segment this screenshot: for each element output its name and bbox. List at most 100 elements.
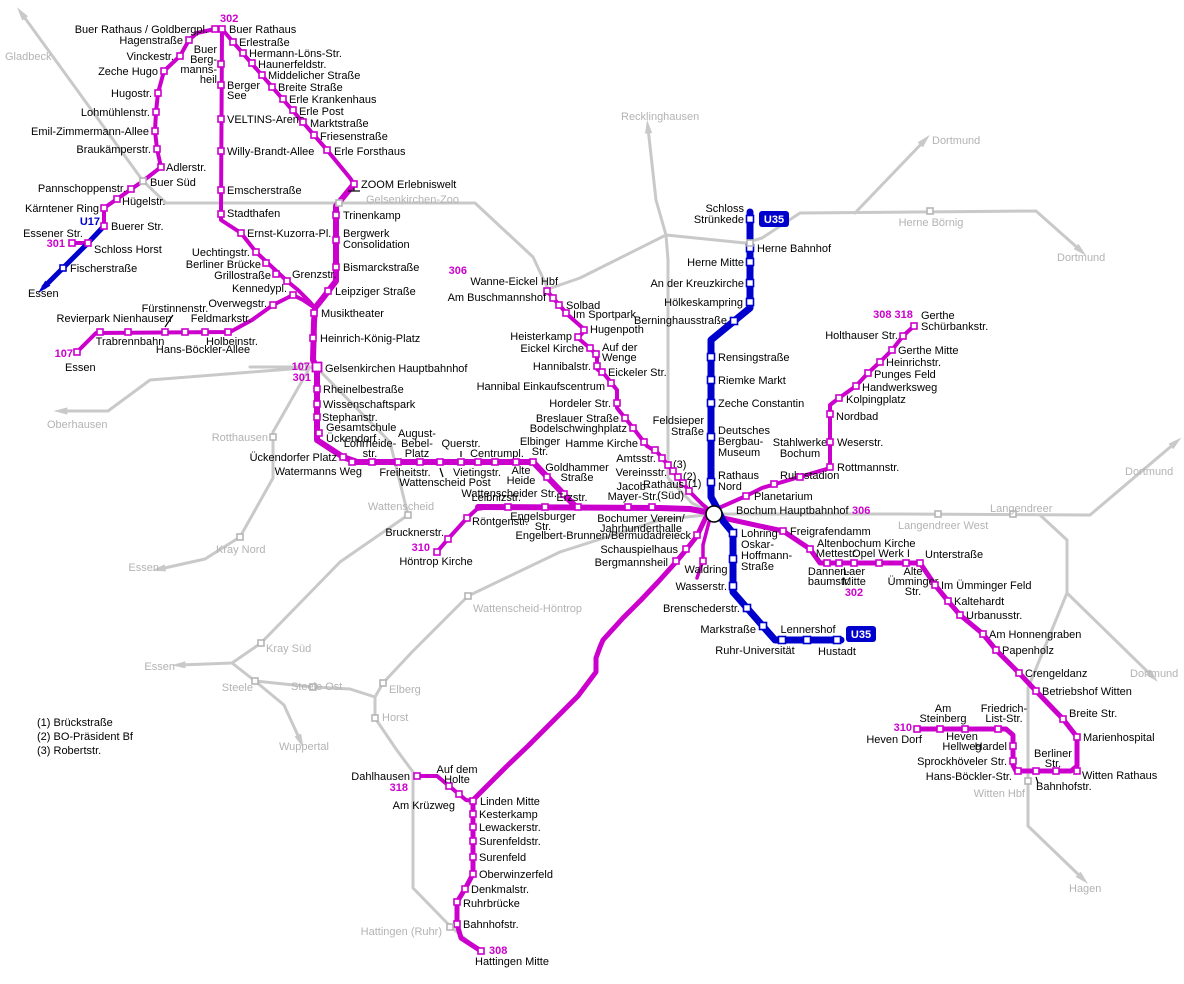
arrowhead	[17, 7, 29, 21]
station-feldmarkstr	[201, 328, 209, 336]
station-ruhrbrücke	[453, 898, 461, 906]
line-number-107: 107	[55, 348, 73, 360]
station-kray-süd	[257, 639, 265, 647]
station-marktstraße	[299, 118, 307, 126]
station-label-heinrich-könig-platz: Heinrich-König-Platz	[320, 333, 420, 345]
rail-label-gelsenkirchen-zoo: Gelsenkirchen-Zoo	[366, 194, 459, 206]
station-hugenpoth	[580, 326, 588, 334]
line-number-310: 310	[412, 542, 430, 554]
station-kennedypl	[289, 291, 297, 299]
station-label-wattenscheider-str: Wattenscheider Str.	[461, 488, 557, 500]
bochum-hauptbahnhof-hub	[705, 505, 723, 523]
rail-label-herne-börnig: Herne Börnig	[899, 217, 964, 229]
station-label-bochumer-verein-jahrhunderthalle: Bochumer Verein/Jahrhunderthalle	[597, 513, 685, 535]
rail-label-recklinghausen: Recklinghausen	[621, 111, 699, 123]
arrowhead	[151, 564, 167, 572]
station-elberg	[379, 679, 387, 687]
station-lewackerstr	[469, 823, 477, 831]
station-label-am-krüzweg: Am Krüzweg	[393, 800, 455, 812]
station-label-vietingstr: Vietingstr.	[453, 467, 501, 479]
station-gerthe-schürbankstr	[910, 322, 918, 330]
station-label-breslauer-straße: Breslauer Straße	[536, 413, 619, 425]
station-label-nordbad: Nordbad	[836, 411, 878, 423]
station-label-am-honnengraben: Am Honnengraben	[989, 629, 1081, 641]
station-trabrennbahn	[124, 328, 132, 336]
station-label-musiktheater: Musiktheater	[321, 308, 384, 320]
line-rail-bochum-dortmund	[712, 441, 1177, 517]
station-label-stadthafen: Stadthafen	[227, 208, 280, 220]
station-label-freiheitstr: Freiheitstr.	[379, 467, 430, 479]
station-dannenbaumstr	[823, 559, 831, 567]
station-label-linden-mitte: Linden Mitte	[480, 796, 540, 808]
station-label-hordeler-str: Hordeler Str.	[549, 398, 611, 410]
station-label-sprockhöveler-str: Sprockhöveler Str.	[917, 756, 1007, 768]
station-label-eickeler-str: Eickeler Str.	[608, 367, 667, 379]
station-label-im-sportpark: Im Sportpark	[573, 309, 636, 321]
station-nordbad	[826, 410, 834, 418]
station-rotthausen	[269, 433, 277, 441]
station-label-holthauser-str: Holthauser Str.	[825, 330, 898, 342]
station-label-hustadt: Hustadt	[818, 646, 856, 658]
station-langendreer	[1009, 510, 1017, 518]
station-label-middelicher-straße: Middelicher Straße	[268, 70, 360, 82]
station-stahlwerke-bochum	[796, 473, 804, 481]
station-crengeldanz	[1015, 669, 1023, 677]
station-label-papenholz: Papenholz	[1002, 645, 1054, 657]
station-betriebshof-witten	[1032, 687, 1040, 695]
station-heisterkamp	[574, 333, 582, 341]
station-label-kennedypl: Kennedypl.	[232, 283, 287, 295]
station-auf-der-wenge	[592, 350, 600, 358]
station-label-zoom-erlebniswelt: ZOOM Erlebniswelt	[361, 179, 456, 191]
station-label-hannibalstr: Hannibalstr.	[533, 361, 591, 373]
station-label-brückstraße-1: (1)	[688, 478, 701, 490]
station-friesenstraße	[310, 131, 318, 139]
line-rail-oberhausen	[60, 365, 318, 413]
station-opel-werk-i	[875, 559, 883, 567]
station-marienhospital	[1073, 733, 1081, 741]
station-label-hugenpoth: Hugenpoth	[590, 324, 644, 336]
station-label-dahlhausen: Dahlhausen	[351, 771, 410, 783]
rail-label-dortmund: Dortmund	[1130, 668, 1178, 680]
station-erle-forsthaus	[323, 146, 331, 154]
station-kärntener-ring	[100, 204, 108, 212]
station-im-ümminger-feld	[931, 581, 939, 589]
station-mettestr	[835, 559, 843, 567]
station-label-surenfeldstr: Surenfeldstr.	[479, 836, 541, 848]
station-centrumpl	[491, 458, 499, 466]
station-label-kolpingplatz: Kolpingplatz	[846, 394, 906, 406]
station-label-gerthe-mitte: Gerthe Mitte	[898, 345, 959, 357]
station-label-essen-107: Essen	[65, 362, 96, 374]
station-label-eickel-kirche: Eickel Kirche	[520, 343, 584, 355]
station-label-zeche-hugo: Zeche Hugo	[98, 66, 158, 78]
station-freiheitstr	[394, 458, 402, 466]
station-label-essener-str: Essener Str.	[23, 228, 83, 240]
station-label-watermanns-weg: Watermanns Weg	[275, 466, 362, 478]
station-label-buerer-str: Buerer Str.	[111, 221, 164, 233]
station-urbanusstr	[956, 611, 964, 619]
tick	[439, 467, 444, 478]
station-label-unterstraße: Unterstraße	[925, 549, 983, 561]
station-label-grenzstr: Grenzstr.	[292, 269, 337, 281]
station-am-steinberg	[936, 725, 944, 733]
station-schloss-strünkede	[745, 214, 755, 224]
station-friedrich-list-str	[994, 725, 1002, 733]
station-horst	[371, 714, 379, 722]
line-rail-ge-wattenscheid	[248, 365, 410, 517]
station-august-bebel-platz	[416, 458, 424, 466]
station-erle-krankenhaus	[279, 95, 287, 103]
station-rottmannstr	[826, 463, 834, 471]
station-im-sportpark	[562, 309, 570, 317]
u35-badge	[759, 211, 789, 227]
station-label-stephanstr: Stephanstr.	[322, 412, 378, 424]
station-musiktheater	[310, 309, 318, 317]
station-label-hagenstraße: Hagenstraße	[119, 35, 183, 47]
station-label-heven-dorf: Heven Dorf	[866, 734, 923, 746]
station-label-waldring: Waldring	[685, 564, 728, 576]
